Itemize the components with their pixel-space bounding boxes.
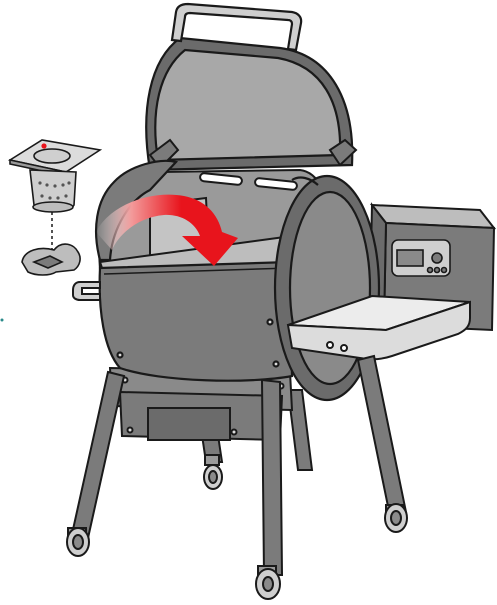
side-handle xyxy=(73,282,100,300)
alignment-marker xyxy=(41,143,46,148)
controller-panel xyxy=(392,240,450,276)
rear-caster xyxy=(204,455,222,489)
edge-marker xyxy=(1,319,4,322)
front-casters xyxy=(67,504,407,599)
fire-pot-assembly xyxy=(10,140,100,275)
